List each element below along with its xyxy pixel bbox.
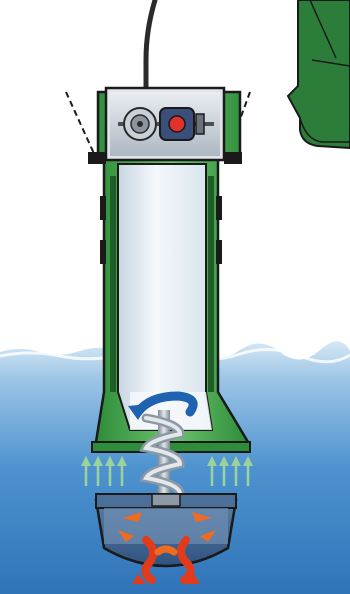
impeller-bowl xyxy=(96,494,236,566)
hopper-container xyxy=(288,0,350,148)
power-cable-icon xyxy=(146,0,155,88)
